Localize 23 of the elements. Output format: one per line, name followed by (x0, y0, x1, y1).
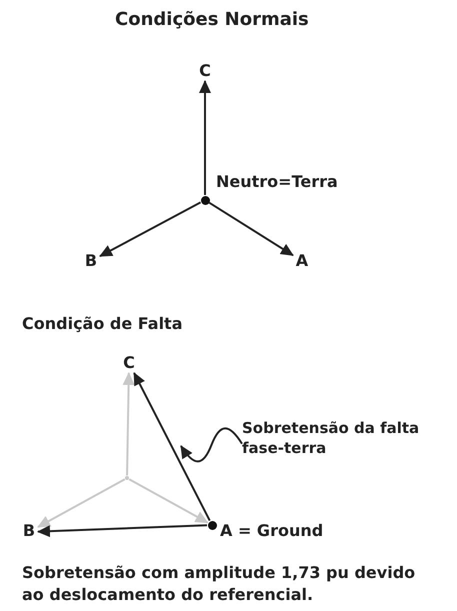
phase-label: B (82, 251, 100, 271)
section-heading: Condições Normais (115, 10, 309, 30)
junction-point (125, 476, 129, 480)
phase-label: C (196, 61, 214, 81)
phasor-arrow (37, 478, 126, 528)
neutral-point-dot (208, 520, 216, 530)
leader-line (180, 427, 243, 462)
annotation-text: Sobretensão da falta fase-terra (242, 418, 442, 462)
phasor-arrow (133, 372, 211, 521)
neutral-point-dot (200, 196, 210, 204)
phasor-arrow (37, 524, 208, 538)
phasor-arrow (199, 80, 211, 195)
phasor-arrow (128, 478, 208, 524)
phasor-arrow (122, 372, 135, 476)
point-label: Neutro=Terra (216, 172, 338, 192)
section-heading: Condição de Falta (22, 314, 182, 334)
phase-label: C (120, 353, 138, 373)
point-label: A = Ground (220, 521, 324, 541)
phasor-arrow (208, 202, 294, 256)
phase-label: B (20, 521, 38, 543)
caption-text: Sobretensão com amplitude 1,73 pu devido ao deslocamento do referencial. (22, 562, 416, 606)
phase-label: A (293, 251, 311, 271)
phasor-arrow (99, 201, 202, 258)
